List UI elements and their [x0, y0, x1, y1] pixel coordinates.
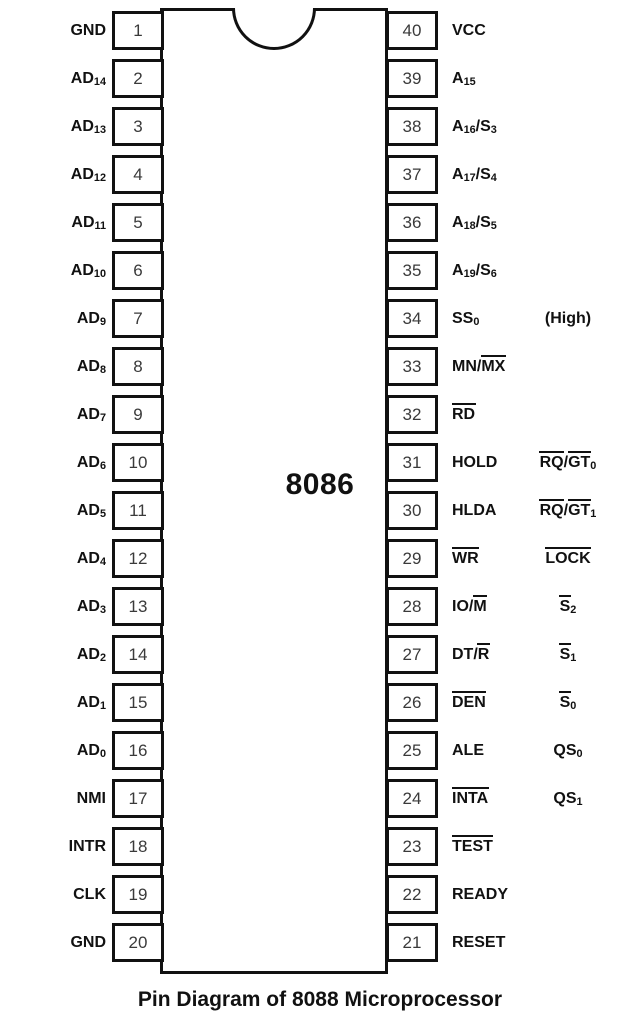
diagram-caption: Pin Diagram of 8088 Microprocessor [137, 988, 503, 1011]
pin-box-32[interactable]: 32 [386, 395, 438, 434]
pin-label-27: DT/R [452, 642, 490, 663]
pin-alt-label-29: LOCK [544, 546, 592, 567]
pin-box-39[interactable]: 39 [386, 59, 438, 98]
pin-label-24: INTA [451, 786, 489, 807]
pin-label-31: HOLD [452, 453, 498, 471]
pin-box-19[interactable]: 19 [112, 875, 164, 914]
pin-label-28: IO/M [452, 594, 488, 615]
pin-box-30[interactable]: 30 [386, 491, 438, 530]
pin-box-18[interactable]: 18 [112, 827, 164, 866]
pin-label-26: DEN [451, 690, 487, 711]
chip-notch-icon [232, 8, 316, 52]
pin-box-27[interactable]: 27 [386, 635, 438, 674]
pin-label-18: INTR [68, 837, 106, 855]
pin-label-17: NMI [76, 789, 106, 807]
pin-box-1[interactable]: 1 [112, 11, 164, 50]
pin-label-30: HLDA [452, 501, 497, 519]
pin-box-7[interactable]: 7 [112, 299, 164, 338]
pin-box-8[interactable]: 8 [112, 347, 164, 386]
pin-box-28[interactable]: 28 [386, 587, 438, 626]
pin-box-40[interactable]: 40 [386, 11, 438, 50]
pin-box-3[interactable]: 3 [112, 107, 164, 146]
pin-label-32: RD [451, 402, 476, 423]
pin-alt-label-34: (High) [544, 309, 592, 327]
pin-box-20[interactable]: 20 [112, 923, 164, 962]
pin-box-29[interactable]: 29 [386, 539, 438, 578]
pin-label-33: MN/MX [452, 354, 506, 375]
pin-box-35[interactable]: 35 [386, 251, 438, 290]
pin-box-9[interactable]: 9 [112, 395, 164, 434]
pin-box-31[interactable]: 31 [386, 443, 438, 482]
pin-box-6[interactable]: 6 [112, 251, 164, 290]
pin-box-25[interactable]: 25 [386, 731, 438, 770]
pin-box-15[interactable]: 15 [112, 683, 164, 722]
pin-box-14[interactable]: 14 [112, 635, 164, 674]
pin-label-1: GND [70, 21, 106, 39]
pin-label-19: CLK [73, 885, 106, 903]
pin-box-2[interactable]: 2 [112, 59, 164, 98]
pin-box-13[interactable]: 13 [112, 587, 164, 626]
pin-box-5[interactable]: 5 [112, 203, 164, 242]
pin-box-11[interactable]: 11 [112, 491, 164, 530]
pin-box-33[interactable]: 33 [386, 347, 438, 386]
pin-box-10[interactable]: 10 [112, 443, 164, 482]
pin-box-4[interactable]: 4 [112, 155, 164, 194]
pin-label-20: GND [70, 933, 106, 951]
pin-label-29: WR [451, 546, 479, 567]
pin-box-34[interactable]: 34 [386, 299, 438, 338]
pin-box-24[interactable]: 24 [386, 779, 438, 818]
pin-box-38[interactable]: 38 [386, 107, 438, 146]
pin-label-21: RESET [452, 933, 506, 951]
pin-label-25: ALE [452, 741, 484, 759]
pin-box-36[interactable]: 36 [386, 203, 438, 242]
pin-box-37[interactable]: 37 [386, 155, 438, 194]
pin-box-16[interactable]: 16 [112, 731, 164, 770]
pin-box-17[interactable]: 17 [112, 779, 164, 818]
chip-part-number: 8086 [285, 468, 355, 501]
pin-label-23: TEST [451, 834, 494, 855]
pin-box-21[interactable]: 21 [386, 923, 438, 962]
pin-box-12[interactable]: 12 [112, 539, 164, 578]
pin-box-23[interactable]: 23 [386, 827, 438, 866]
pin-label-22: READY [452, 885, 509, 903]
pin-label-40: VCC [452, 21, 486, 39]
pin-box-26[interactable]: 26 [386, 683, 438, 722]
pin-box-22[interactable]: 22 [386, 875, 438, 914]
